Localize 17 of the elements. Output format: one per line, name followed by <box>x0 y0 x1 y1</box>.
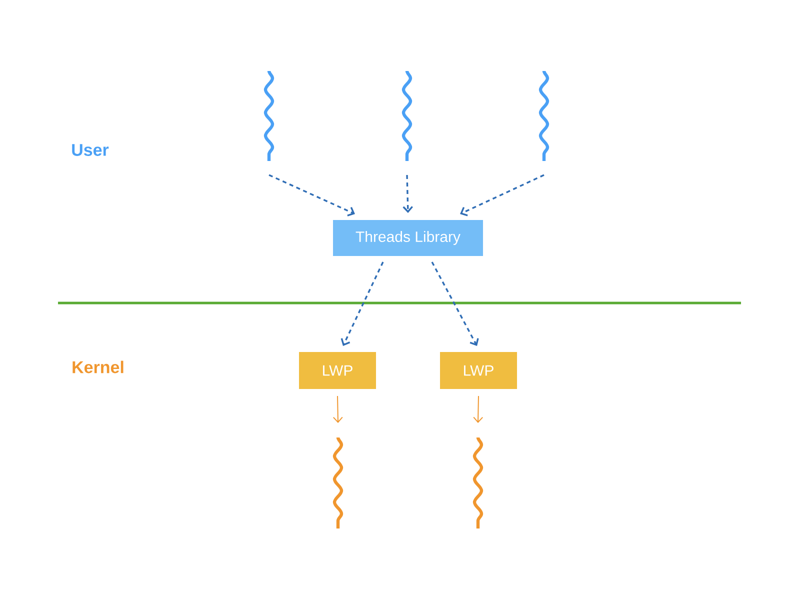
arrow <box>332 396 343 423</box>
process-box: LWP <box>299 352 376 389</box>
layer-label: Kernel <box>72 360 124 374</box>
layer-label: User <box>72 144 109 156</box>
wavy-thread <box>402 70 412 161</box>
arrow <box>340 262 384 346</box>
arrow <box>431 262 479 346</box>
wavy-thread <box>472 437 484 528</box>
arrow <box>268 174 355 216</box>
wavy-thread <box>332 437 344 528</box>
arrow <box>402 174 413 213</box>
wavy-thread <box>264 70 274 161</box>
arrow <box>460 174 544 216</box>
arrow <box>473 396 484 423</box>
wavy-thread <box>538 70 550 161</box>
process-box: LWP <box>440 352 517 389</box>
process-box: Threads Library <box>333 220 483 256</box>
